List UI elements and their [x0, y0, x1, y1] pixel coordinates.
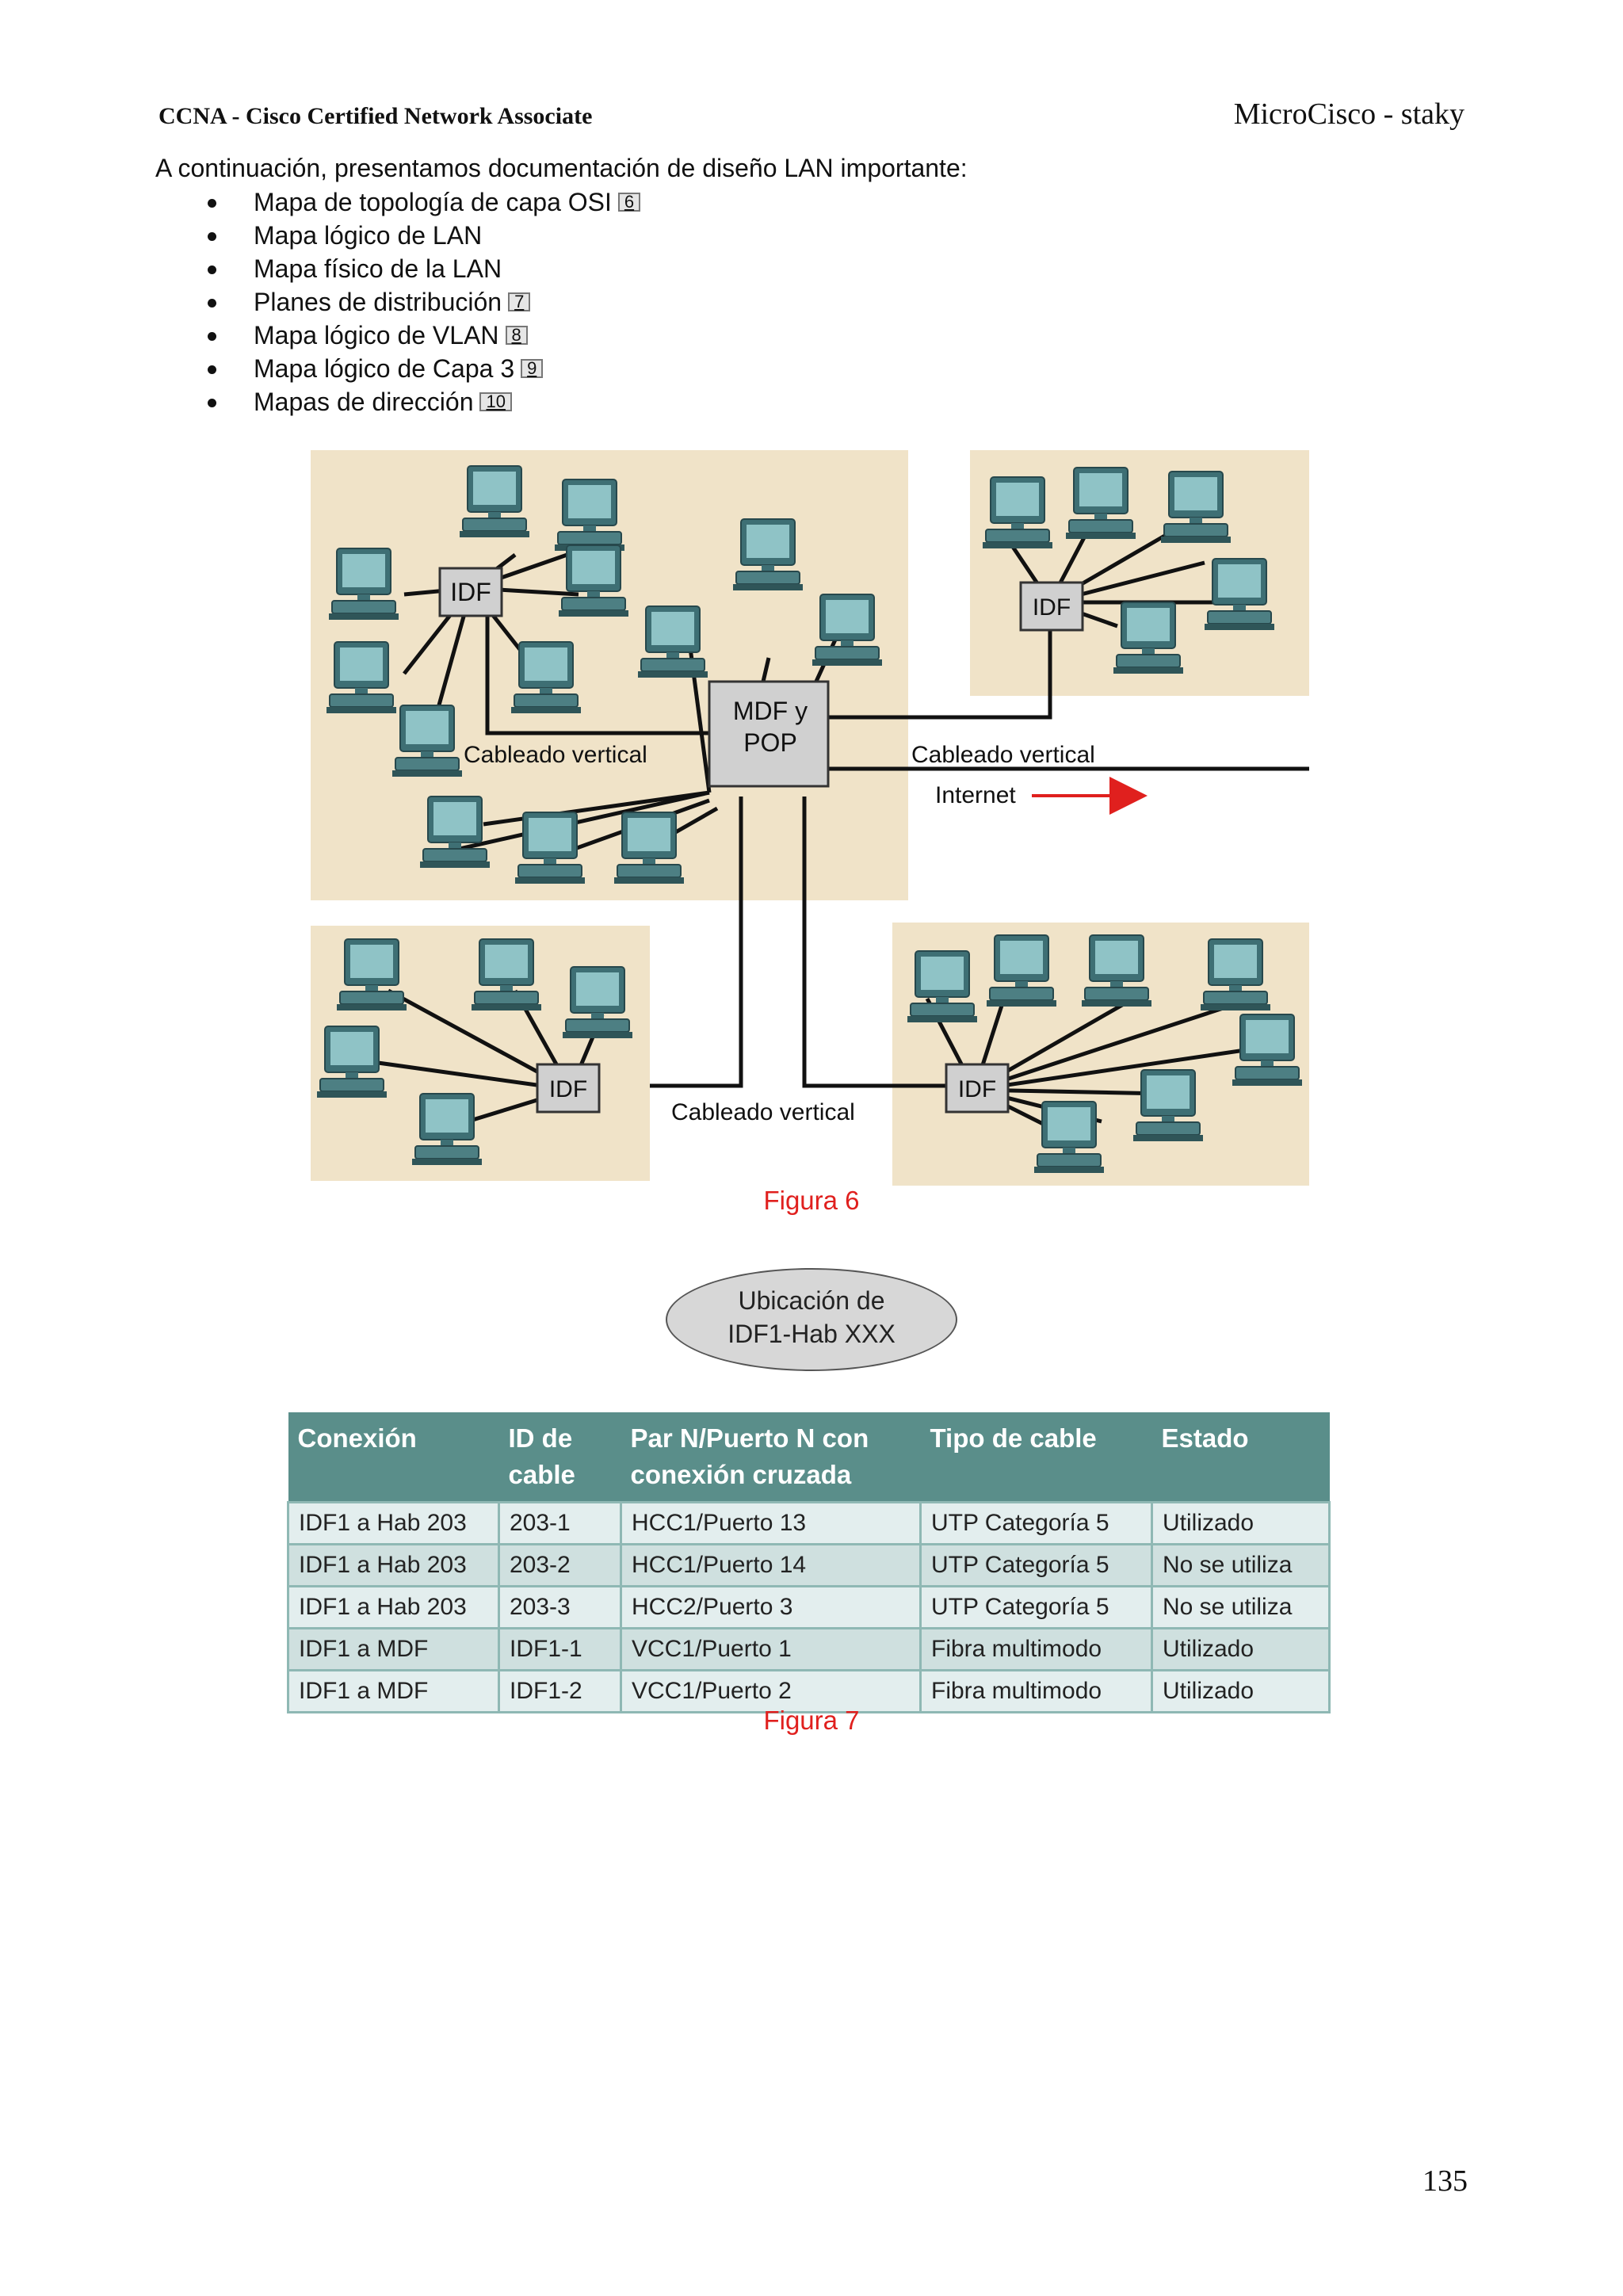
list-item-text: Planes de distribución: [254, 288, 502, 316]
figure-ref-link[interactable]: 9: [521, 359, 544, 378]
cell-cable-id: IDF1-2: [498, 1669, 622, 1713]
bullet-icon: [208, 332, 216, 341]
topology-diagram: IDF IDF IDF IDF MDF y POP Cableado verti…: [311, 450, 1309, 1186]
table-row: IDF1 a MDF IDF1-2 VCC1/Puerto 2 Fibra mu…: [287, 1669, 1331, 1713]
col-header-status: Estado: [1151, 1412, 1330, 1503]
cell-cable-id: 203-3: [498, 1585, 622, 1629]
cell-cable-type: UTP Categoría 5: [919, 1585, 1153, 1629]
idf-box-bottom-right: IDF: [945, 1063, 1010, 1114]
cell-cross-connect: HCC2/Puerto 3: [620, 1585, 922, 1629]
idf-box-bottom-left: IDF: [536, 1063, 601, 1114]
cell-cable-id: 203-2: [498, 1543, 622, 1587]
figure-caption: Figura 7: [763, 1706, 860, 1735]
running-header-right: MicroCisco - staky: [1233, 97, 1465, 131]
list-item: Mapa lógico de LAN: [198, 219, 640, 252]
cell-connection: IDF1 a MDF: [287, 1627, 500, 1671]
cell-cable-type: UTP Categoría 5: [919, 1501, 1153, 1545]
cell-connection: IDF1 a Hab 203: [287, 1585, 500, 1629]
list-item-text: Mapa lógico de VLAN: [254, 321, 499, 350]
design-docs-list: Mapa de topología de capa OSI 6 Mapa lógi…: [198, 185, 641, 418]
idf-box-top-right: IDF: [1019, 581, 1084, 632]
table-row: IDF1 a Hab 203 203-2 HCC1/Puerto 14 UTP …: [287, 1543, 1331, 1587]
cell-cable-type: Fibra multimodo: [919, 1627, 1153, 1671]
idf-label: IDF: [450, 578, 491, 606]
cell-cable-id: 203-1: [498, 1501, 622, 1545]
mdf-label-line2: POP: [743, 728, 797, 757]
intro-paragraph: A continuación, presentamos documentació…: [155, 154, 968, 182]
col-header-connection: Conexión: [288, 1412, 499, 1503]
list-item: Mapa físico de la LAN: [198, 252, 640, 285]
bullet-icon: [208, 299, 216, 308]
vertical-cabling-label: Cableado vertical: [911, 742, 1095, 768]
idf-label: IDF: [549, 1076, 587, 1102]
list-item: Mapa lógico de VLAN 8: [198, 319, 640, 352]
bullet-icon: [208, 399, 216, 407]
cell-status: No se utiliza: [1151, 1585, 1331, 1629]
list-item: Mapa lógico de Capa 3 9: [198, 352, 640, 385]
vertical-cabling-label: Cableado vertical: [671, 1099, 855, 1125]
cell-cross-connect: HCC1/Puerto 13: [620, 1501, 922, 1545]
cell-cable-id: IDF1-1: [498, 1627, 622, 1671]
oval-line1: Ubicación de: [738, 1286, 885, 1315]
idf-box-main: IDF: [438, 567, 503, 617]
cell-connection: IDF1 a Hab 203: [287, 1543, 500, 1587]
internet-label: Internet: [935, 782, 1016, 808]
cell-cross-connect: HCC1/Puerto 14: [620, 1543, 922, 1587]
idf-label: IDF: [958, 1076, 996, 1102]
page-number: 135: [1423, 2164, 1468, 2198]
cell-connection: IDF1 a Hab 203: [287, 1501, 500, 1545]
cell-status: Utilizado: [1151, 1501, 1331, 1545]
list-item-text: Mapa físico de la LAN: [254, 254, 502, 283]
table-row: IDF1 a Hab 203 203-3 HCC2/Puerto 3 UTP C…: [287, 1585, 1331, 1629]
list-item-text: Mapa lógico de LAN: [254, 221, 483, 250]
idf-label: IDF: [1033, 594, 1071, 621]
list-item-text: Mapas de dirección: [254, 388, 474, 416]
cabling-table-figure: Ubicación de IDF1-Hab XXX Conexión ID de…: [285, 1244, 1339, 1752]
bullet-icon: [208, 365, 216, 374]
mdf-pop-box: MDF y POP: [708, 680, 830, 788]
cell-cross-connect: VCC1/Puerto 2: [620, 1669, 922, 1713]
table-row: IDF1 a Hab 203 203-1 HCC1/Puerto 13 UTP …: [287, 1501, 1331, 1545]
cell-connection: IDF1 a MDF: [287, 1669, 500, 1713]
cell-cable-type: Fibra multimodo: [919, 1669, 1153, 1713]
running-header-left: CCNA - Cisco Certified Network Associate: [158, 103, 593, 129]
list-item: Mapas de dirección 10: [198, 385, 640, 418]
figure-ref-link[interactable]: 7: [508, 292, 531, 311]
figure-ref-link[interactable]: 8: [505, 326, 528, 345]
cell-status: No se utiliza: [1151, 1543, 1331, 1587]
bullet-icon: [208, 232, 216, 241]
oval-line2: IDF1-Hab XXX: [727, 1320, 896, 1348]
cell-cross-connect: VCC1/Puerto 1: [620, 1627, 922, 1671]
list-item-text: Mapa lógico de Capa 3: [254, 354, 515, 383]
figure-ref-link[interactable]: 10: [479, 392, 512, 411]
vertical-cabling-label: Cableado vertical: [464, 742, 647, 768]
cell-status: Utilizado: [1151, 1669, 1331, 1713]
figure-caption: Figura 6: [763, 1186, 860, 1215]
figure-ref-link[interactable]: 6: [617, 193, 641, 212]
list-item: Mapa de topología de capa OSI 6: [198, 185, 641, 219]
list-item: Planes de distribución 7: [198, 285, 640, 319]
location-oval: Ubicación de IDF1-Hab XXX: [666, 1268, 957, 1371]
bullet-icon: [208, 199, 216, 208]
bullet-icon: [208, 266, 216, 274]
cell-cable-type: UTP Categoría 5: [919, 1543, 1153, 1587]
list-item-text: Mapa de topología de capa OSI: [254, 188, 612, 216]
table-row: IDF1 a MDF IDF1-1 VCC1/Puerto 1 Fibra mu…: [287, 1627, 1331, 1671]
mdf-label-line1: MDF y: [733, 697, 808, 725]
col-header-cable-type: Tipo de cable: [920, 1412, 1152, 1503]
cell-status: Utilizado: [1151, 1627, 1331, 1671]
